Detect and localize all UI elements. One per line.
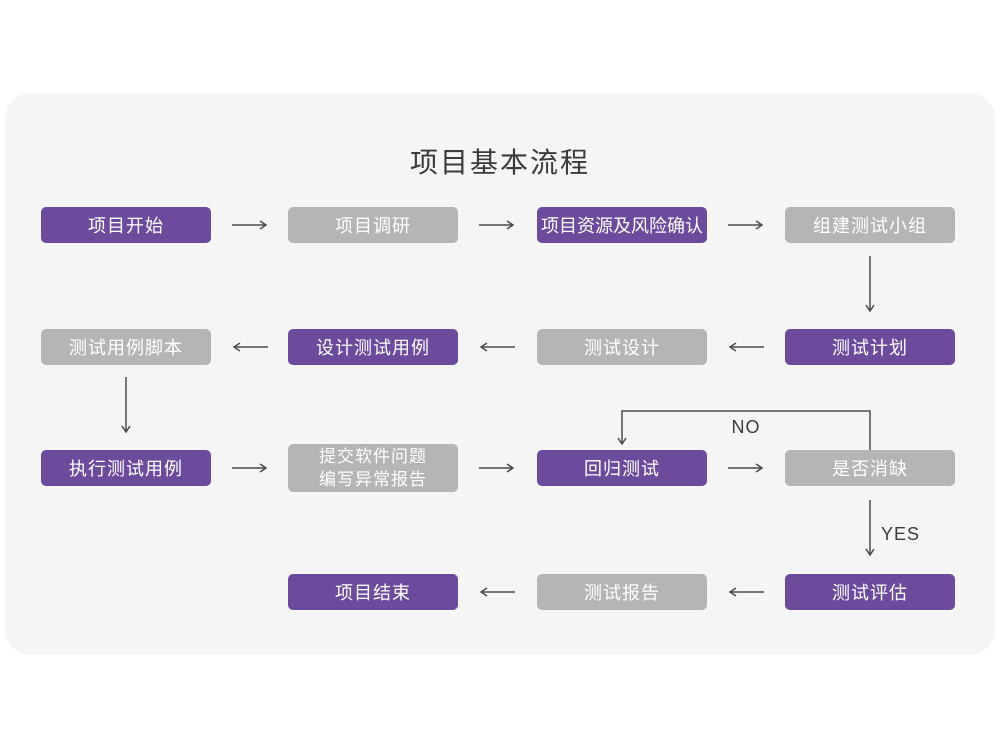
node-project-research: 项目调研 — [288, 207, 458, 243]
node-defect-resolved: 是否消缺 — [785, 450, 955, 486]
node-submit-issue-report-line2: 编写异常报告 — [319, 470, 427, 489]
node-test-case-script: 测试用例脚本 — [41, 329, 211, 365]
node-test-report: 测试报告 — [537, 574, 707, 610]
node-execute-test-cases: 执行测试用例 — [41, 450, 211, 486]
node-project-start: 项目开始 — [41, 207, 211, 243]
node-regression-test: 回归测试 — [537, 450, 707, 486]
node-submit-issue-report: 提交软件问题 编写异常报告 — [288, 444, 458, 492]
node-resources-risk-confirm: 项目资源及风险确认 — [537, 207, 707, 243]
diagram-title: 项目基本流程 — [409, 147, 590, 178]
node-design-test-cases: 设计测试用例 — [288, 329, 458, 365]
node-test-plan: 测试计划 — [785, 329, 955, 365]
node-submit-issue-report-line1: 提交软件问题 — [319, 447, 427, 466]
flowchart-card — [5, 93, 995, 655]
node-test-design: 测试设计 — [537, 329, 707, 365]
node-build-test-team: 组建测试小组 — [785, 207, 955, 243]
node-test-evaluation: 测试评估 — [785, 574, 955, 610]
node-project-end: 项目结束 — [288, 574, 458, 610]
